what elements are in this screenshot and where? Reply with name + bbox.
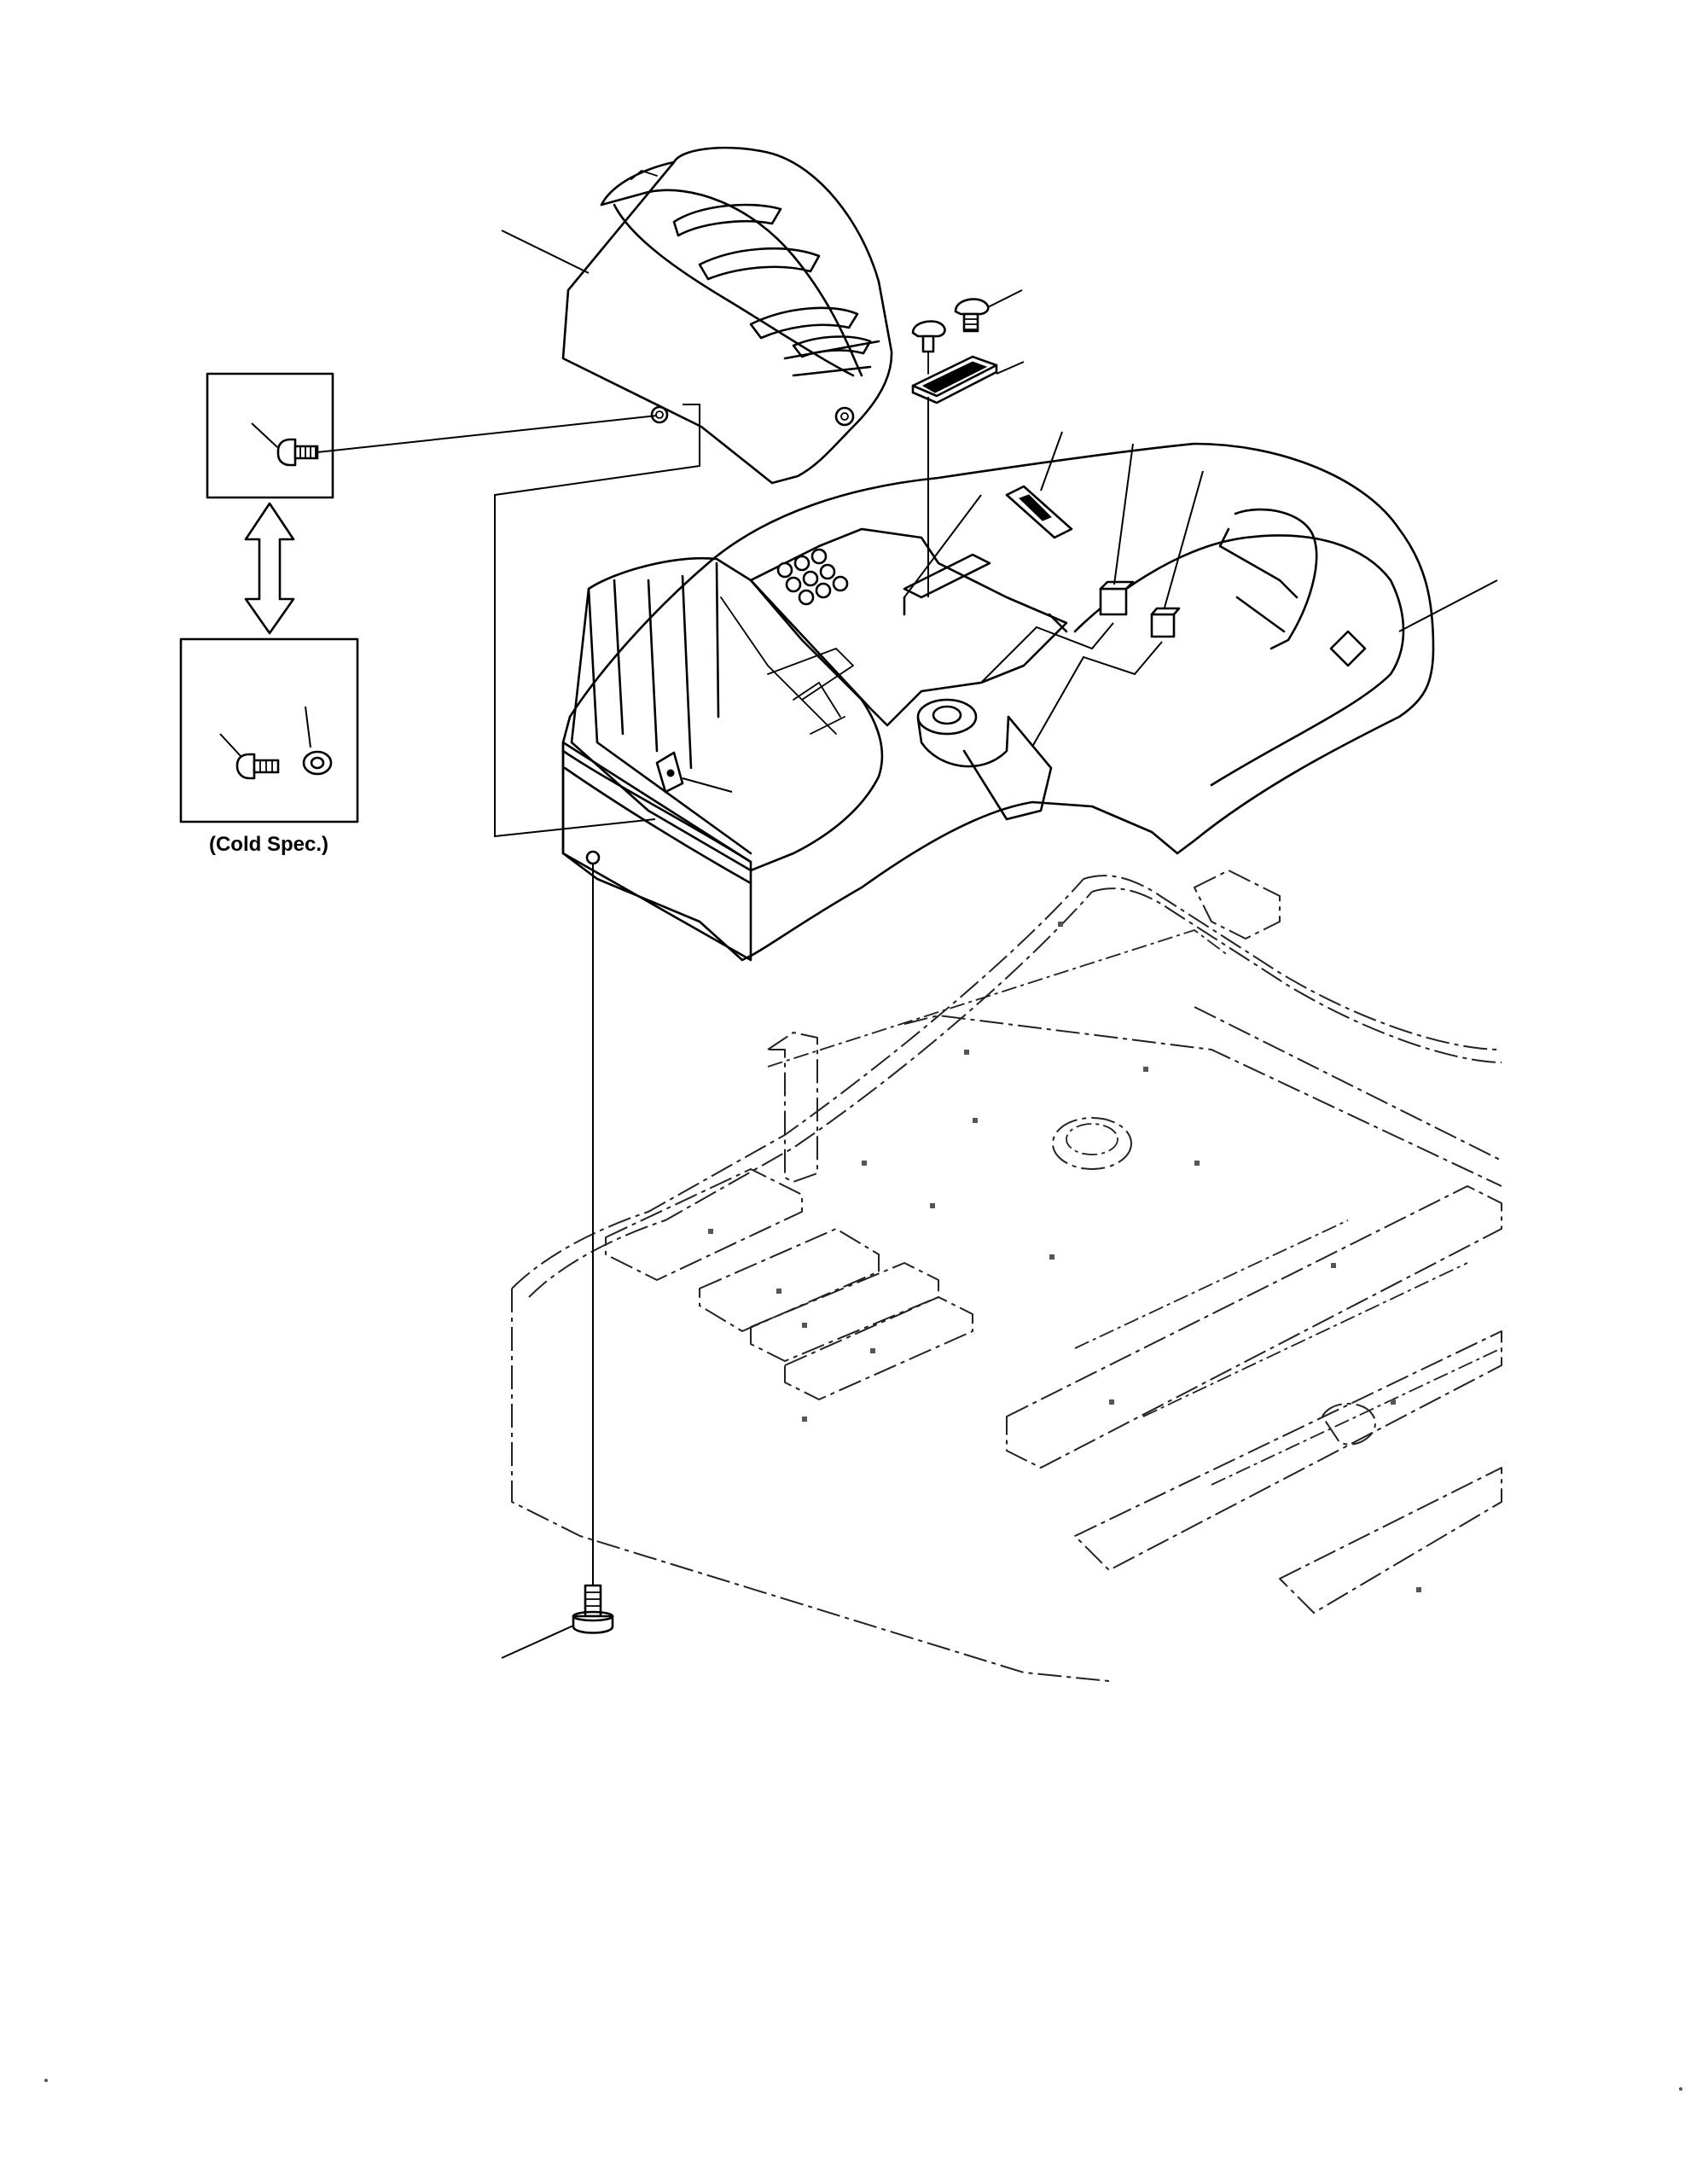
swap-arrow bbox=[244, 502, 295, 635]
inset-standard-bolt bbox=[206, 372, 658, 499]
floor-panel bbox=[561, 442, 1498, 962]
inset-cold-spec: (Cold Spec.) bbox=[179, 637, 359, 856]
switch-panel bbox=[776, 548, 849, 606]
clip-c bbox=[1150, 607, 1181, 638]
cover-bolt bbox=[276, 438, 319, 467]
chassis-outline bbox=[511, 870, 1502, 1682]
clip-b bbox=[1099, 580, 1135, 616]
clip-a bbox=[1005, 485, 1073, 539]
rear-cover bbox=[501, 146, 893, 485]
assembly-guide-lines bbox=[494, 404, 700, 838]
screw-lower bbox=[911, 320, 946, 375]
cover-plate bbox=[911, 355, 998, 404]
cold-spec-bolt bbox=[235, 753, 280, 780]
cold-spec-washer bbox=[302, 750, 333, 776]
inset-caption: (Cold Spec.) bbox=[209, 833, 328, 856]
nut-clip bbox=[655, 751, 684, 794]
screw-upper bbox=[954, 298, 990, 333]
mounting-bolt bbox=[572, 1584, 614, 1634]
